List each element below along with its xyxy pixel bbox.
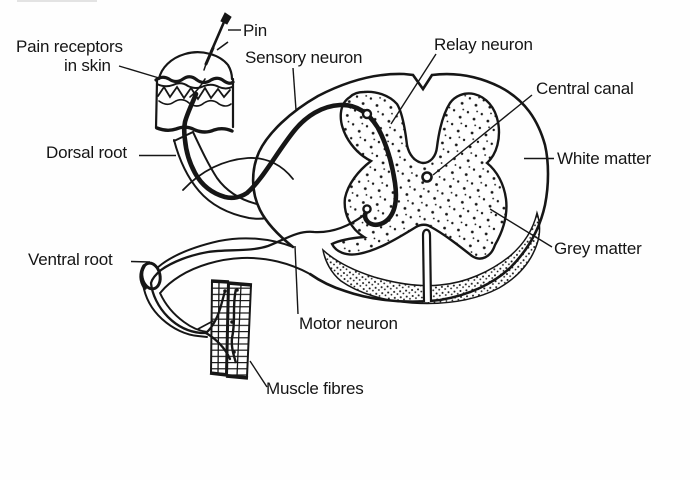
label-ventral-root: Ventral root [28,250,113,269]
receptor-branch [189,78,206,98]
label-relay-neuron: Relay neuron [434,35,533,54]
grey-matter-shape [330,90,508,260]
leader-central-canal [432,94,533,176]
skin-left-edge [154,79,159,130]
scan-artifact [17,0,97,2]
skin-surface-band-2 [156,82,233,90]
ventral-root-sheath-lower [160,256,311,293]
spinal-nerve-inner [159,292,208,333]
nerve-roots-group [139,131,311,338]
label-motor-neuron: Motor neuron [299,314,398,333]
leader-lines-group [118,29,554,388]
label-sensory-neuron: Sensory neuron [245,48,363,67]
label-muscle-fibres: Muscle fibres [266,379,364,398]
pin-group [203,12,232,71]
label-white-matter: White matter [557,149,651,168]
skin-bottom-band [155,125,234,134]
sensory-relay-neuron-path [181,91,399,228]
pin-shaft-lower [204,46,215,66]
leader-motor-neuron [294,245,299,315]
skin-surface-band [154,75,235,85]
leader-muscle-fibres [249,360,268,388]
muscle-fibres-group [209,279,253,380]
label-pain-receptors: Pain receptors [16,37,123,56]
skin-lower-wavy-line [158,98,232,107]
motor-endplate-node [232,350,236,354]
pin-shaft-tick [216,41,229,51]
skin-dome-outline [157,51,234,81]
central-canal-circle [421,171,433,183]
leader-relay-neuron [390,53,437,125]
leader-grey-matter [489,208,553,248]
motor-neuron-axon [149,213,366,335]
motor-endplate-node [223,289,227,293]
label-in-skin: in skin [64,56,111,75]
muscle-band-caps [209,279,253,380]
sensory-relay-synapse [361,108,373,120]
skin-block-group [154,51,235,134]
ventral-stipple-band [321,210,541,305]
relay-motor-synapse [362,204,372,214]
leader-pain-receptors [118,65,160,79]
dorsal-root-sheath-lower [173,139,267,220]
label-central-canal: Central canal [536,79,634,98]
spinal-nerve-outer [142,283,208,338]
ventral-root-bulb-shade [139,264,147,290]
motor-endplate-node [235,288,239,292]
pin-tip [203,63,207,71]
motor-ending-in-muscle [230,288,238,364]
label-dorsal-root: Dorsal root [46,143,127,162]
dorsal-root-sheath-upper [192,131,258,205]
muscle-band-right-midline [236,284,242,377]
label-grey-matter: Grey matter [554,239,642,258]
leader-sensory-neuron [292,67,297,111]
motor-endplate-node [230,320,234,324]
leader-ventral-root [130,260,151,263]
muscle-band-left-midline [217,281,220,374]
ventral-median-fissure [421,228,433,303]
motor-branch-fan [197,320,214,330]
label-pin: Pin [243,21,267,40]
